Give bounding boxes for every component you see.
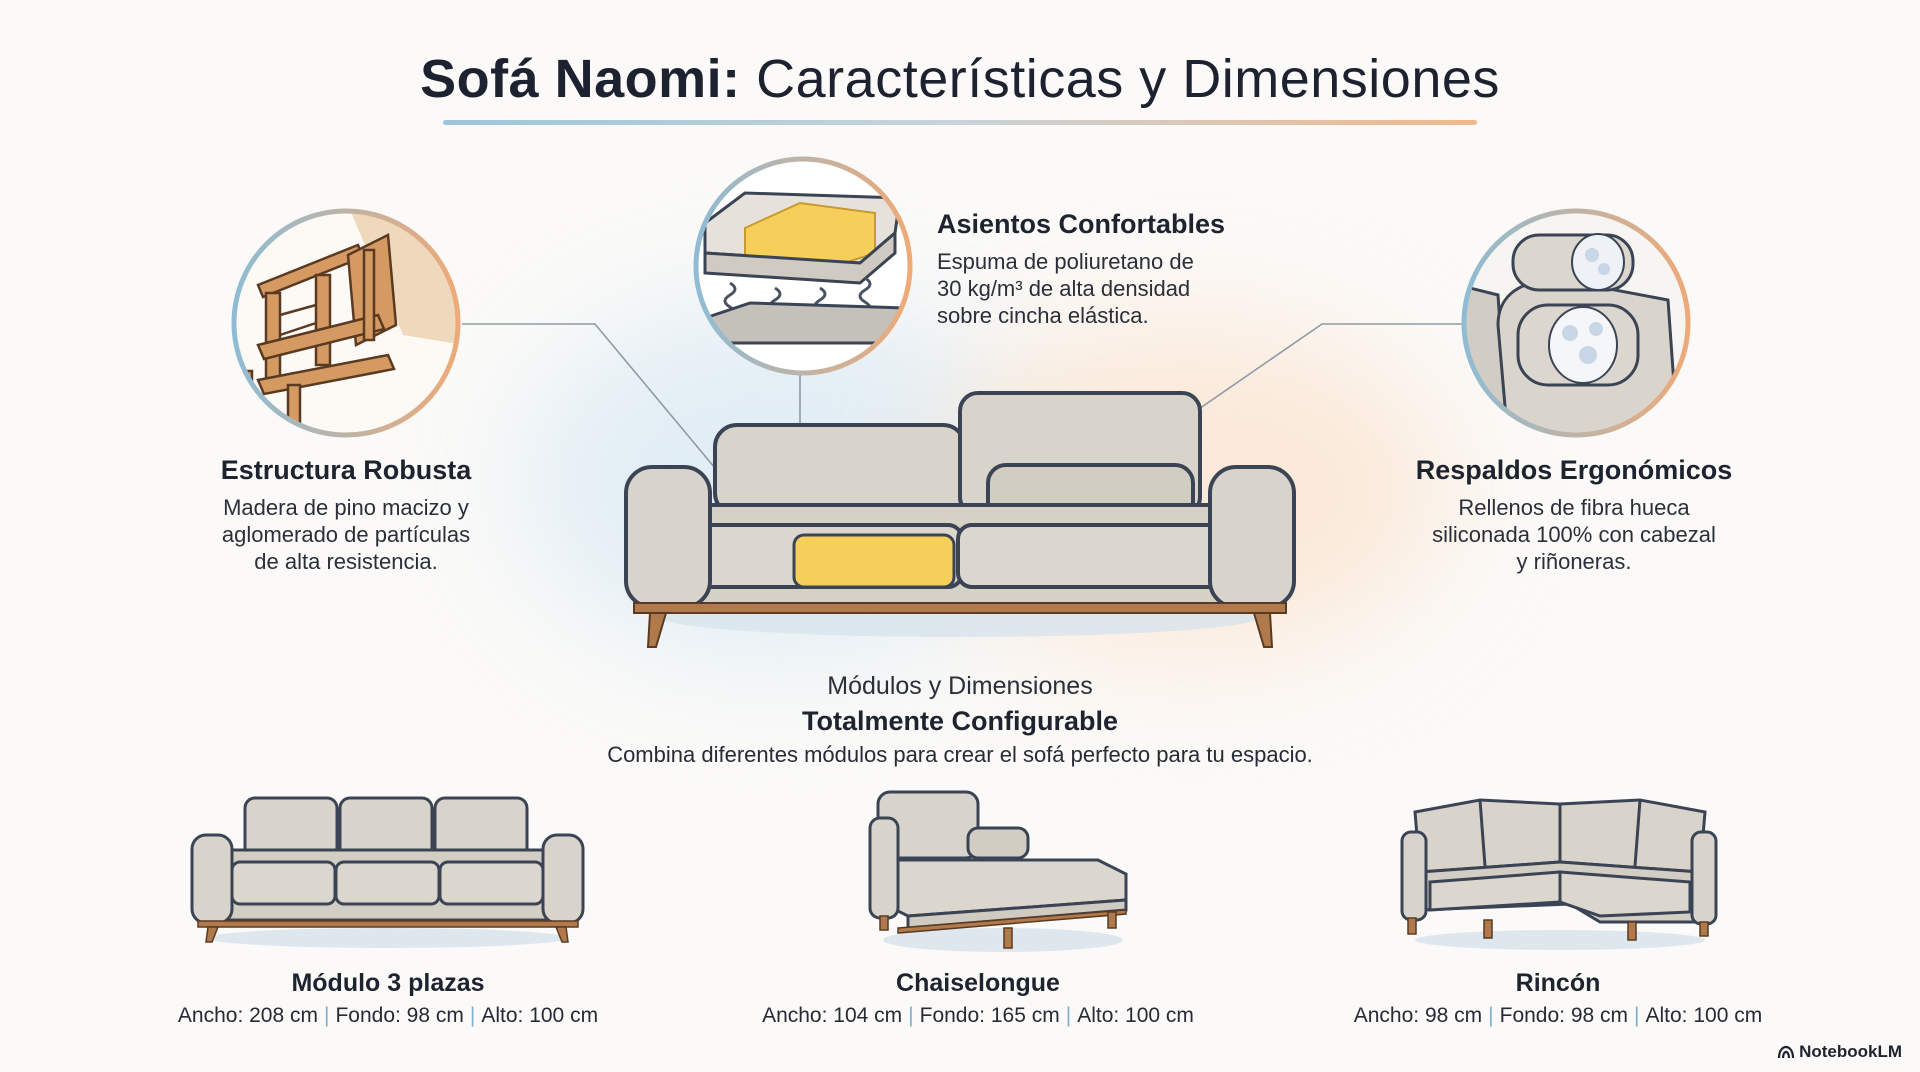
module-chaiselongue-title: Chaiselongue (896, 969, 1060, 997)
module-rincon-icon (1400, 798, 1718, 950)
module-3-plazas-title: Módulo 3 plazas (291, 969, 485, 997)
module-ancho: Ancho: 98 cm (1353, 1004, 1483, 1027)
feature-respaldos-title: Respaldos Ergonómicos (1415, 455, 1733, 485)
brand-label: NotebookLM (1799, 1042, 1902, 1061)
feature-asientos-line: 30 kg/m³ de alta densidad (937, 276, 1191, 301)
feature-asientos-line: Espuma de poliuretano de (937, 249, 1194, 274)
frame-callout-icon (231, 208, 461, 438)
feature-estructura-title: Estructura Robusta (220, 455, 472, 485)
module-chaiselongue-dims: Ancho: 104 cm|Fondo: 165 cm|Alto: 100 cm (762, 1004, 1194, 1027)
feature-estructura-line: Madera de pino macizo y (223, 495, 469, 520)
cushion-callout-icon (1461, 208, 1691, 438)
modules-section-label: Módulos y Dimensiones (827, 672, 1093, 700)
feature-estructura-text: Madera de pino macizo y aglomerado de pa… (146, 494, 546, 575)
modules-section-title: Totalmente Configurable (801, 706, 1118, 736)
feature-asientos-text: Espuma de poliuretano de 30 kg/m³ de alt… (937, 248, 1297, 329)
module-rincon-dims: Ancho: 98 cm|Fondo: 98 cm|Alto: 100 cm (1353, 1004, 1763, 1027)
module-3-plazas-dims: Ancho: 208 cm|Fondo: 98 cm|Alto: 100 cm (177, 1004, 599, 1027)
feature-respaldos-line: y riñoneras. (1516, 549, 1632, 574)
module-rincon-title: Rincón (1515, 969, 1601, 997)
title-underline (443, 120, 1477, 125)
page-title-rest: Características y Dimensiones (756, 49, 1500, 109)
feature-estructura-line: de alta resistencia. (254, 549, 438, 574)
module-ancho: Ancho: 104 cm (762, 1004, 903, 1027)
page-title-bold: Sofá Naomi: (420, 49, 741, 109)
foam-callout-icon (693, 156, 913, 376)
main-sofa-illustration (624, 391, 1296, 648)
module-fondo: Fondo: 98 cm (1499, 1004, 1629, 1027)
feature-asientos-title: Asientos Confortables (937, 209, 1226, 239)
module-fondo: Fondo: 98 cm (335, 1004, 464, 1027)
module-alto: Alto: 100 cm (1077, 1004, 1194, 1027)
feature-estructura-line: aglomerado de partículas (221, 522, 471, 547)
module-alto: Alto: 100 cm (1645, 1004, 1763, 1027)
feature-respaldos-line: Rellenos de fibra hueca (1458, 495, 1690, 520)
module-ancho: Ancho: 208 cm (177, 1004, 318, 1027)
module-chaiselongue-icon (868, 790, 1128, 952)
brand-watermark: NotebookLM (1777, 1042, 1902, 1062)
page-title: Sofá Naomi: Características y Dimensione… (0, 48, 1920, 110)
module-fondo: Fondo: 165 cm (919, 1004, 1060, 1027)
module-3-plazas-icon (190, 796, 585, 948)
module-alto: Alto: 100 cm (481, 1004, 599, 1027)
feature-respaldos-line: siliconada 100% con cabezal (1432, 522, 1716, 547)
feature-asientos-line: sobre cincha elástica. (937, 303, 1149, 328)
notebooklm-logo-icon (1777, 1045, 1795, 1059)
modules-section-subtitle: Combina diferentes módulos para crear el… (607, 742, 1313, 767)
feature-respaldos-text: Rellenos de fibra hueca siliconada 100% … (1374, 494, 1774, 575)
